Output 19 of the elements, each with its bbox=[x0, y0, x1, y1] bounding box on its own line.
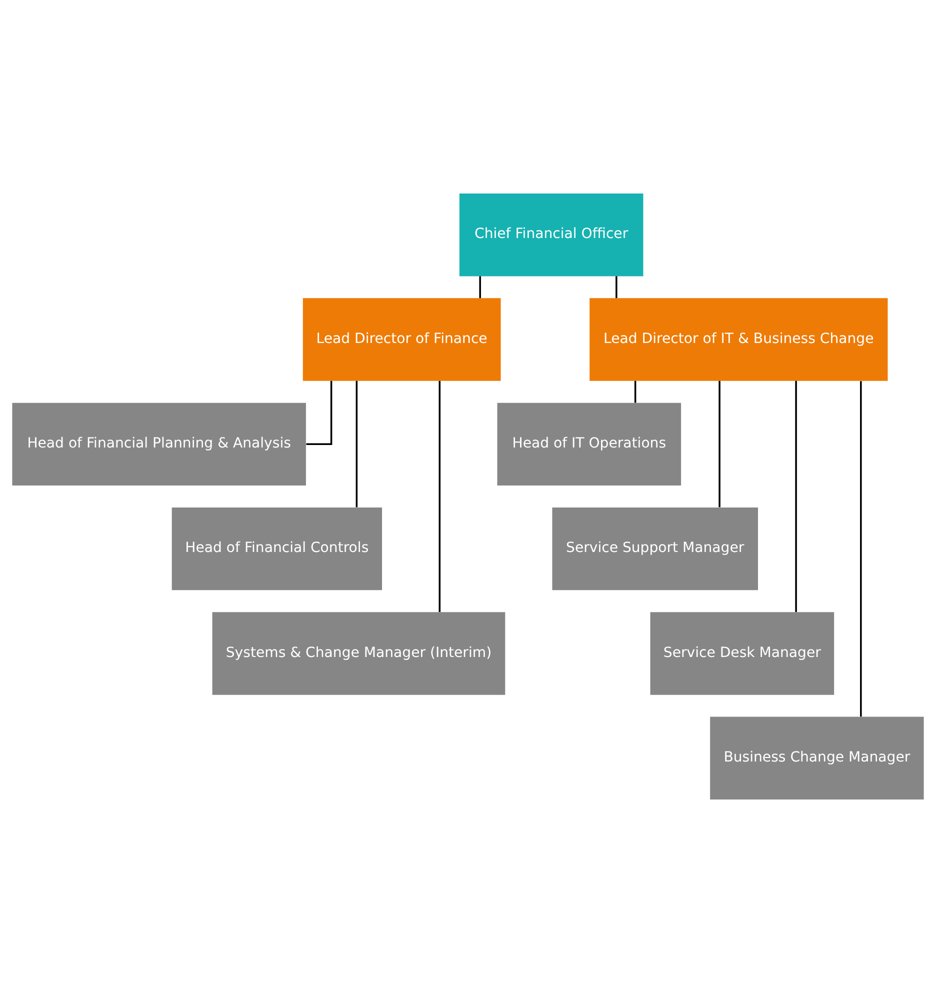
connector bbox=[616, 276, 618, 298]
node-box: Chief Financial Officer bbox=[459, 194, 644, 276]
connector bbox=[860, 381, 862, 717]
node-box: Business Change Manager bbox=[710, 716, 924, 800]
node-box: Head of IT Operations bbox=[497, 402, 682, 486]
connector bbox=[795, 380, 797, 612]
node-box: Systems & Change Manager (Interim) bbox=[212, 612, 506, 695]
connector bbox=[306, 380, 332, 446]
node-box: Service Desk Manager bbox=[650, 612, 834, 695]
connector bbox=[438, 380, 441, 612]
node-box: Lead Director of IT & Business Change bbox=[590, 298, 888, 381]
connector bbox=[634, 380, 636, 403]
connector bbox=[718, 380, 720, 508]
node-box: Service Support Manager bbox=[552, 508, 758, 590]
connector bbox=[479, 276, 481, 298]
connector bbox=[356, 380, 358, 508]
node-box: Head of Financial Planning & Analysis bbox=[12, 402, 306, 486]
node-box: Head of Financial Controls bbox=[172, 508, 382, 590]
node-box: Lead Director of Finance bbox=[302, 298, 501, 381]
